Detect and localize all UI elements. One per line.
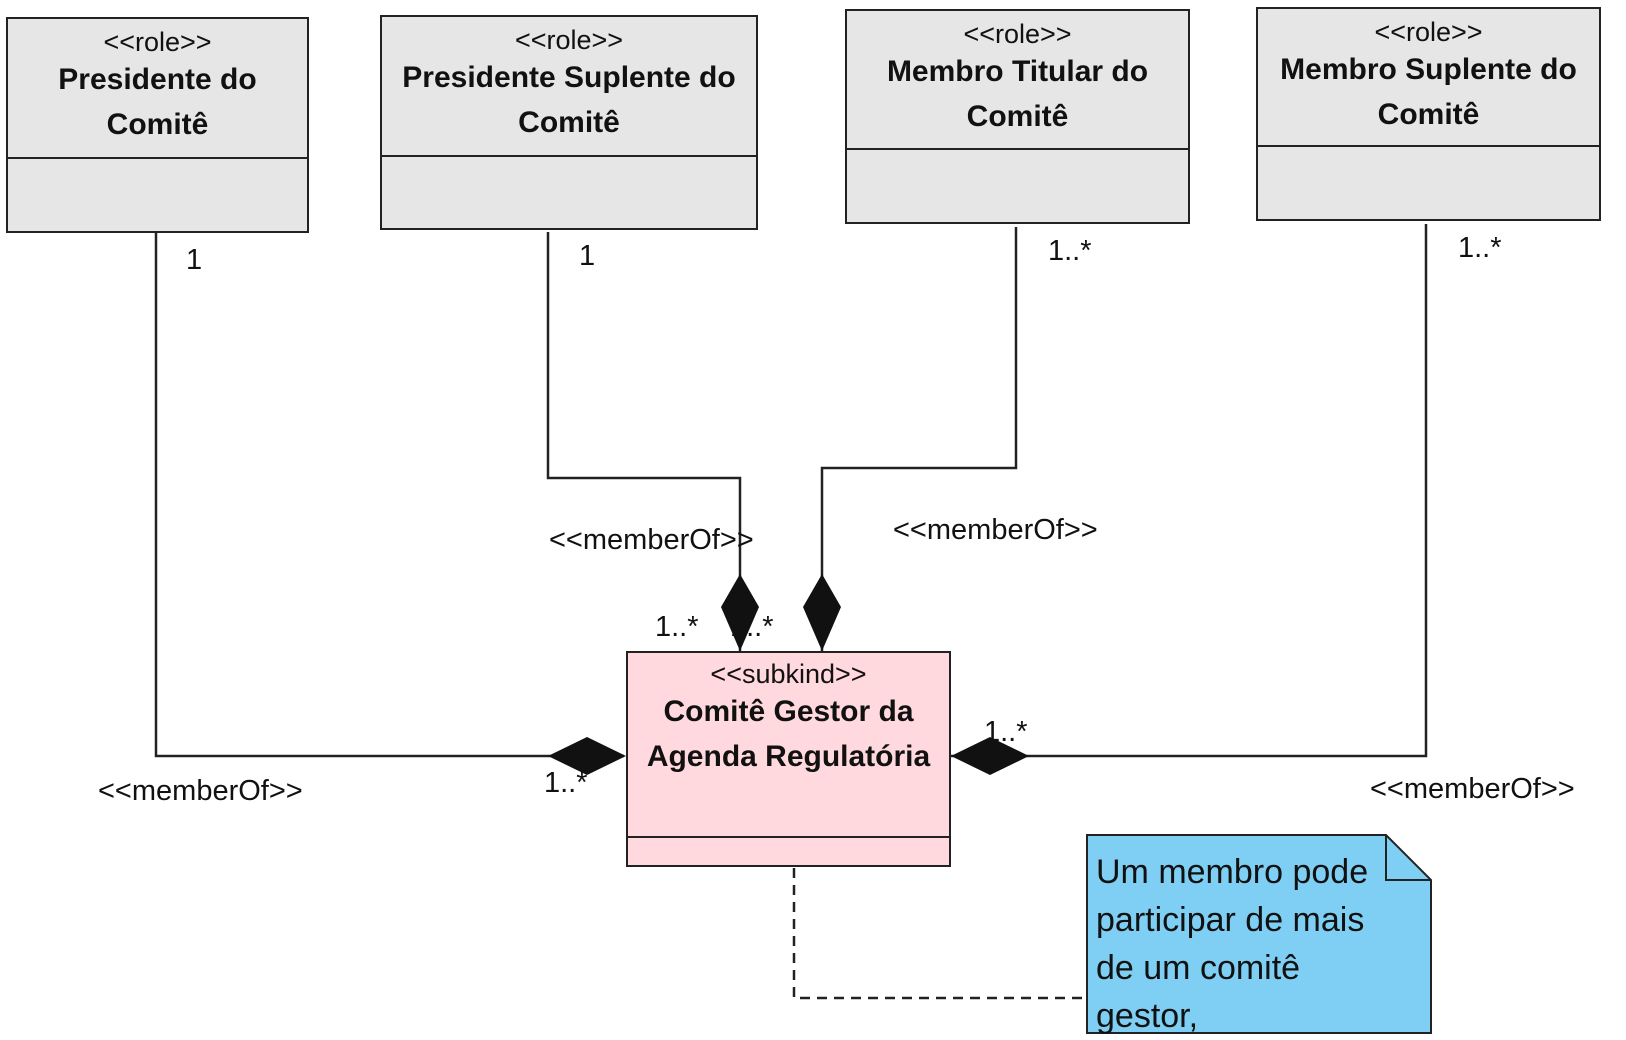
class-presidente-do-comite[interactable]: <<role>> Presidente do Comitê [6,17,309,233]
composition-diamond-membro-titular [803,574,841,651]
association-stereotype-presidente-suplente: <<memberOf>> [549,524,754,556]
class-membro-suplente-do-comite[interactable]: <<role>> Membro Suplente do Comitê [1256,7,1601,221]
association-stereotype-presidente: <<memberOf>> [98,775,303,807]
class-header: <<role>> Membro Titular do Comitê [847,11,1188,150]
class-name: Comitê Gestor da Agenda Regulatória [646,695,931,773]
class-header: <<role>> Presidente do Comitê [8,19,307,159]
multiplicity-presidente-suplente-whole: 1..* [655,611,699,643]
multiplicity-membro-titular-whole: 1..* [730,611,774,643]
class-name: Presidente do Comitê [58,63,257,141]
note[interactable]: Um membro pode participar de mais de um … [1086,834,1432,1035]
association-stereotype-membro-titular: <<memberOf>> [893,514,1098,546]
composition-diamond-presidente-suplente [721,574,759,651]
multiplicity-presidente-role: 1 [186,244,203,276]
stereotype-label: <<role>> [963,19,1072,49]
multiplicity-presidente-suplente-role: 1 [579,240,596,272]
memberof-line-membro-titular [820,227,1018,651]
class-name: Presidente Suplente do Comitê [402,61,736,139]
composition-diamond-membro-suplente [951,737,1029,775]
memberof-line-presidente [154,233,624,758]
association-stereotype-membro-suplente: <<memberOf>> [1370,773,1575,805]
note-text: Um membro pode participar de mais de um … [1096,853,1369,1035]
class-name: Membro Titular do Comitê [886,55,1149,133]
multiplicity-membro-suplente-whole: 1..* [984,716,1028,748]
stereotype-label: <<role>> [514,25,624,55]
memberof-line-presidente-suplente [546,232,742,651]
class-membro-titular-do-comite[interactable]: <<role>> Membro Titular do Comitê [845,9,1190,224]
multiplicity-membro-titular-role: 1..* [1048,235,1092,267]
class-header: <<role>> Membro Suplente do Comitê [1258,9,1599,147]
class-header: <<subkind>> Comitê Gestor da Agenda Regu… [628,653,949,838]
composition-diamond-presidente [548,737,626,775]
class-presidente-suplente-do-comite[interactable]: <<role>> Presidente Suplente do Comitê [380,15,758,230]
class-header: <<role>> Presidente Suplente do Comitê [382,17,756,157]
stereotype-label: <<role>> [103,27,212,57]
memberof-line-membro-suplente [951,224,1428,758]
stereotype-label: <<subkind>> [710,659,867,689]
note-anchor-line [792,868,1086,1000]
class-name: Membro Suplente do Comitê [1280,53,1577,131]
note-shape [1086,834,1432,1034]
class-comite-gestor-da-agenda-regulatoria[interactable]: <<subkind>> Comitê Gestor da Agenda Regu… [626,651,951,867]
stereotype-label: <<role>> [1374,17,1483,47]
multiplicity-presidente-whole: 1..* [544,767,588,799]
multiplicity-membro-suplente-role: 1..* [1458,232,1502,264]
